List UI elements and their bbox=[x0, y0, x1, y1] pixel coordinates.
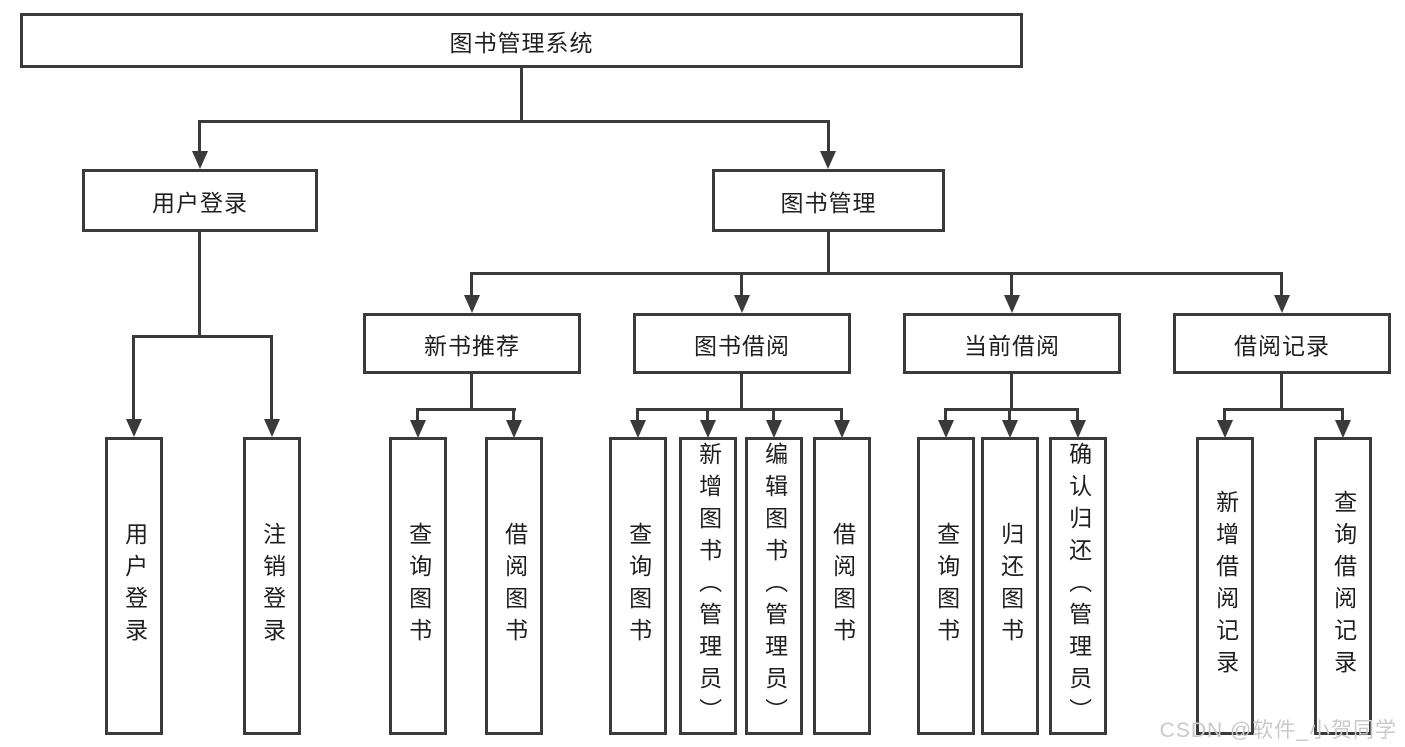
connector-line bbox=[470, 272, 1283, 275]
watermark: CSDN @软件_小贺同学 bbox=[1159, 719, 1397, 742]
node-label: 用户登录 bbox=[152, 189, 248, 216]
arrow-down-icon bbox=[410, 420, 426, 438]
connector-line bbox=[1223, 408, 1344, 411]
node-leaf-add-borrow-record: 新增借阅记录 bbox=[1196, 437, 1254, 735]
node-label: 注销登录 bbox=[259, 522, 286, 650]
node-label: 查询图书 bbox=[405, 522, 432, 650]
node-new-book-recommend: 新书推荐 bbox=[363, 313, 581, 374]
node-book-borrowing: 图书借阅 bbox=[633, 313, 851, 374]
node-leaf-return-books: 归还图书 bbox=[981, 437, 1039, 735]
node-leaf-edit-books-admin: 编辑图书（管理员） bbox=[745, 437, 803, 735]
arrow-down-icon bbox=[1217, 420, 1233, 438]
node-leaf-query-books-recommend: 查询图书 bbox=[389, 437, 447, 735]
connector-line bbox=[1280, 272, 1283, 296]
arrow-down-icon bbox=[464, 295, 480, 313]
connector-line bbox=[198, 232, 201, 335]
connector-line bbox=[416, 408, 419, 420]
arrow-down-icon bbox=[630, 420, 646, 438]
connector-line bbox=[1076, 408, 1079, 420]
node-label: 用户登录 bbox=[121, 522, 148, 650]
node-label: 归还图书 bbox=[997, 522, 1024, 650]
arrow-down-icon bbox=[1335, 420, 1351, 438]
connector-line bbox=[1280, 374, 1283, 408]
node-label: 图书管理 bbox=[780, 189, 877, 216]
connector-line bbox=[198, 120, 830, 123]
arrow-down-icon bbox=[834, 420, 850, 438]
node-leaf-confirm-return-admin: 确认归还（管理员） bbox=[1049, 437, 1107, 735]
node-label: 新书推荐 bbox=[424, 332, 520, 359]
connector-line bbox=[1341, 408, 1344, 420]
arrow-down-icon bbox=[700, 420, 716, 438]
connector-line bbox=[470, 374, 473, 408]
arrow-down-icon bbox=[192, 151, 208, 169]
node-book-management: 图书管理 bbox=[712, 169, 945, 232]
connector-line bbox=[132, 335, 273, 338]
connector-line bbox=[1008, 408, 1011, 420]
connector-line bbox=[706, 408, 709, 420]
node-leaf-query-books-current: 查询图书 bbox=[917, 437, 975, 735]
node-root: 图书管理系统 bbox=[20, 13, 1023, 68]
connector-line bbox=[944, 408, 947, 420]
arrow-down-icon bbox=[1004, 295, 1020, 313]
connector-line bbox=[132, 335, 135, 420]
node-label: 查询图书 bbox=[625, 522, 652, 650]
arrow-down-icon bbox=[1274, 295, 1290, 313]
node-label: 新增图书（管理员） bbox=[695, 442, 722, 730]
connector-line bbox=[827, 232, 830, 272]
arrow-down-icon bbox=[766, 420, 782, 438]
node-leaf-logout: 注销登录 bbox=[243, 437, 301, 735]
arrow-down-icon bbox=[734, 295, 750, 313]
arrow-down-icon bbox=[1002, 420, 1018, 438]
connector-line bbox=[1010, 272, 1013, 296]
connector-line bbox=[198, 120, 201, 152]
node-label: 图书借阅 bbox=[694, 332, 790, 359]
node-leaf-query-books-borrowing: 查询图书 bbox=[609, 437, 667, 735]
connector-line bbox=[636, 408, 639, 420]
node-leaf-borrow-books-borrowing: 借阅图书 bbox=[813, 437, 871, 735]
connector-line bbox=[772, 408, 775, 420]
connector-line bbox=[512, 408, 515, 420]
node-borrowing-records: 借阅记录 bbox=[1173, 313, 1391, 374]
connector-line bbox=[944, 408, 1079, 411]
connector-line bbox=[1010, 374, 1013, 408]
connector-line bbox=[1223, 408, 1226, 420]
node-leaf-user-login: 用户登录 bbox=[105, 437, 163, 735]
arrow-down-icon bbox=[820, 151, 836, 169]
connector-line bbox=[740, 272, 743, 296]
connector-line bbox=[270, 335, 273, 420]
node-label: 借阅图书 bbox=[501, 522, 528, 650]
connector-line bbox=[740, 374, 743, 408]
node-label: 当前借阅 bbox=[964, 332, 1060, 359]
connector-line bbox=[827, 120, 830, 152]
node-label: 查询图书 bbox=[933, 522, 960, 650]
arrow-down-icon bbox=[264, 419, 280, 437]
arrow-down-icon bbox=[1070, 420, 1086, 438]
node-label: 编辑图书（管理员） bbox=[761, 442, 788, 730]
connector-line bbox=[840, 408, 843, 420]
node-label: 查询借阅记录 bbox=[1330, 490, 1357, 682]
arrow-down-icon bbox=[938, 420, 954, 438]
node-label: 确认归还（管理员） bbox=[1065, 442, 1092, 730]
connector-line bbox=[520, 68, 523, 120]
node-leaf-query-borrow-record: 查询借阅记录 bbox=[1314, 437, 1372, 735]
node-leaf-borrow-books-recommend: 借阅图书 bbox=[485, 437, 543, 735]
connector-line bbox=[416, 408, 516, 411]
node-label: 新增借阅记录 bbox=[1212, 490, 1239, 682]
arrow-down-icon bbox=[506, 420, 522, 438]
node-user-login: 用户登录 bbox=[82, 169, 318, 232]
node-current-borrowing: 当前借阅 bbox=[903, 313, 1121, 374]
node-label: 借阅记录 bbox=[1234, 332, 1330, 359]
node-label: 图书管理系统 bbox=[449, 29, 594, 56]
connector-line bbox=[636, 408, 843, 411]
arrow-down-icon bbox=[126, 419, 142, 437]
connector-line bbox=[470, 272, 473, 296]
node-label: 借阅图书 bbox=[829, 522, 856, 650]
node-leaf-add-books-admin: 新增图书（管理员） bbox=[679, 437, 737, 735]
